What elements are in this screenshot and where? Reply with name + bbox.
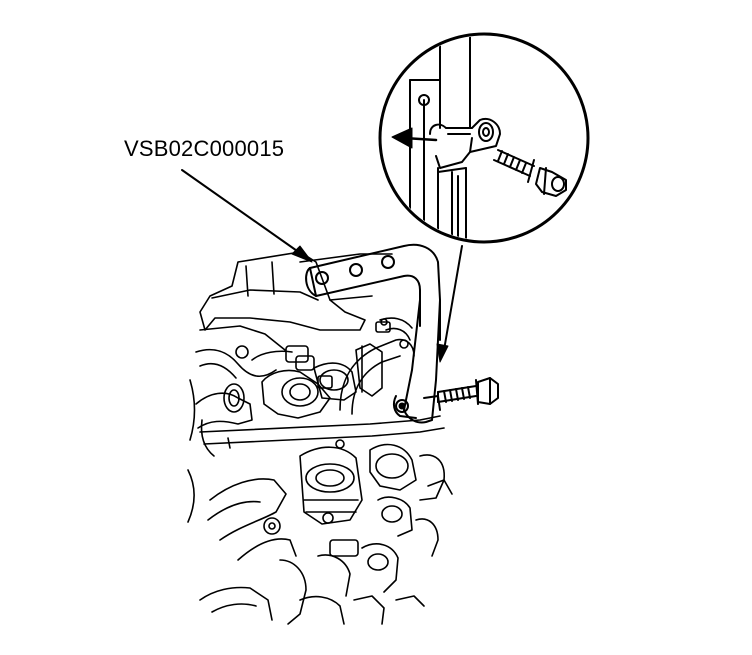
callout-pointer [436,245,463,363]
leader-arrow [181,169,313,263]
part-number-label: VSB02C000015 [124,136,285,161]
bolt-icon [437,377,499,405]
engine-bay [187,251,453,625]
magnifier-callout [378,32,590,244]
